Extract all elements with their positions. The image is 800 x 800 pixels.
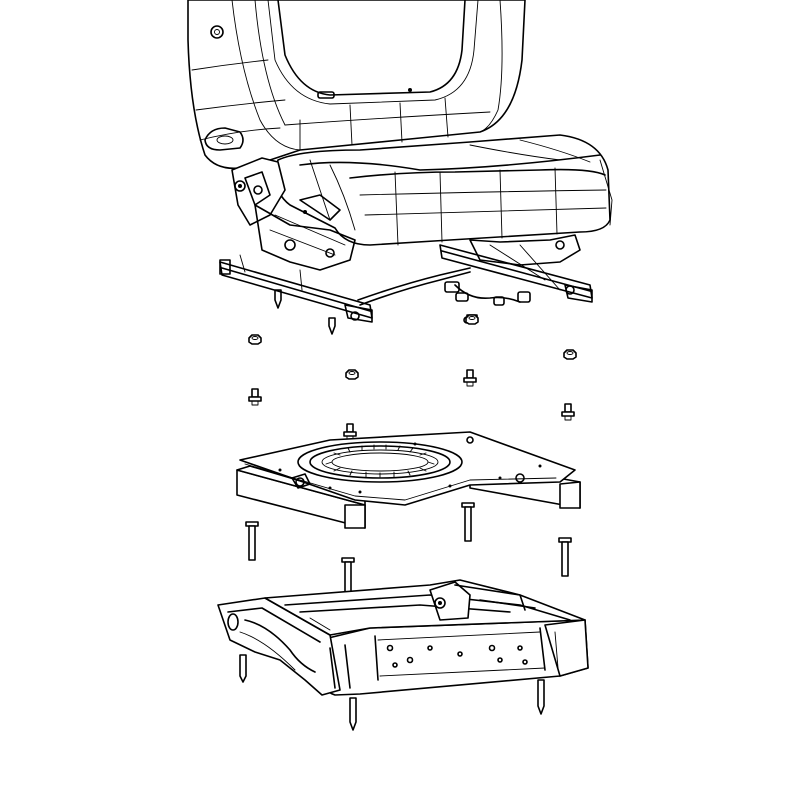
seat-riser-base — [217, 579, 589, 731]
right-seat-track — [439, 234, 593, 303]
swivel-plate — [236, 431, 581, 529]
long-bolt — [461, 502, 475, 542]
seat-assembly — [187, 0, 613, 335]
long-bolt — [245, 521, 259, 561]
riser-pin — [349, 697, 357, 731]
riser-pin — [537, 679, 545, 715]
long-bolt — [558, 537, 572, 577]
hex-nuts — [248, 314, 577, 380]
hex-nut — [248, 334, 262, 345]
flange-stud — [248, 388, 262, 406]
long-bolt — [341, 557, 355, 597]
seat-cushion — [274, 134, 613, 246]
flange-stud — [561, 403, 575, 421]
hex-nut — [465, 314, 479, 325]
hex-nut — [345, 369, 359, 380]
riser-pin — [239, 654, 247, 683]
cross-bar-and-harness — [357, 267, 531, 324]
seat-side-mechanism — [231, 157, 356, 271]
left-seat-track — [219, 254, 373, 335]
flange-studs — [248, 369, 575, 441]
long-bolts — [245, 502, 572, 597]
flange-stud — [463, 369, 477, 387]
flange-stud — [343, 423, 357, 441]
swivel-ring-teeth — [325, 444, 435, 478]
hex-nut — [563, 349, 577, 360]
